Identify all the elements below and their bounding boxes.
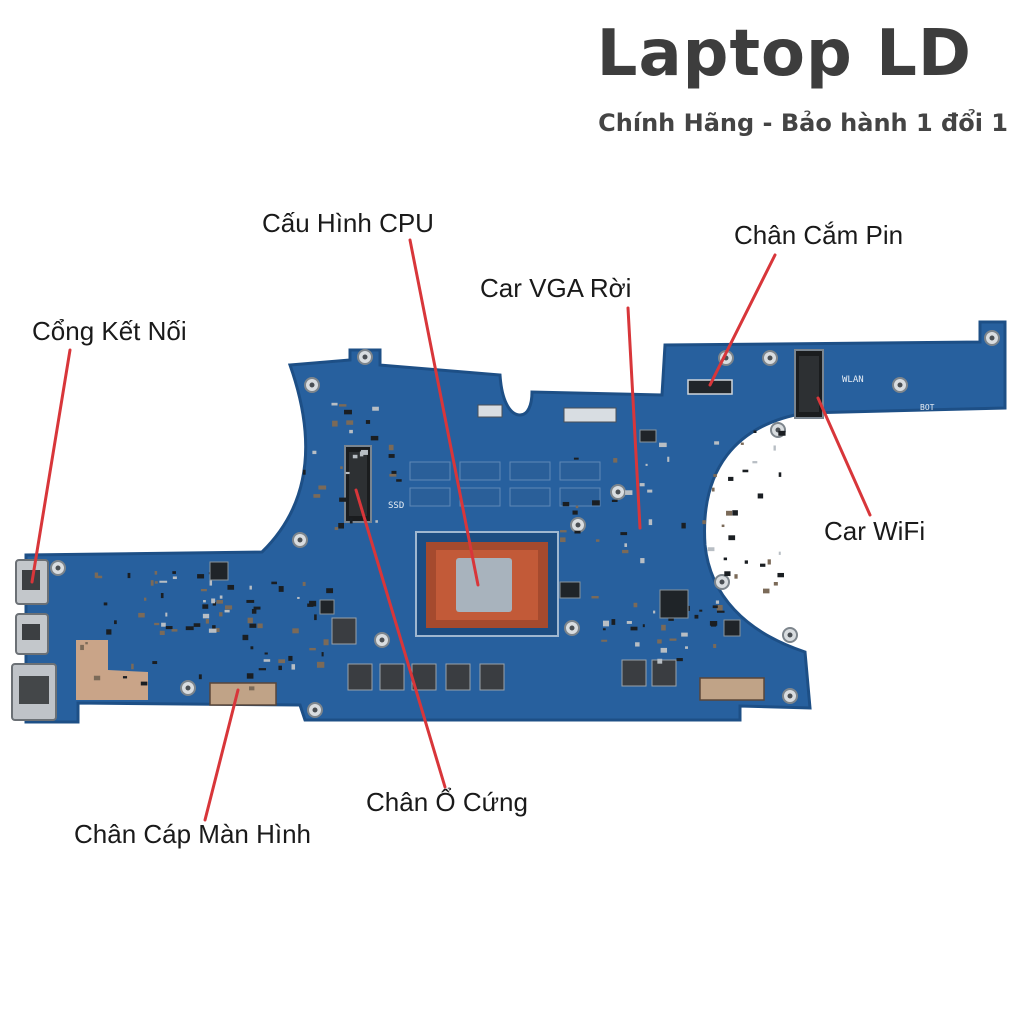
cpu-package xyxy=(415,531,559,637)
leader-battery xyxy=(708,253,777,387)
copper-pad xyxy=(76,640,148,700)
label-battery-connector: Chân Cắm Pin xyxy=(734,220,904,250)
leader-display xyxy=(203,688,240,822)
leader-vga xyxy=(626,306,642,530)
memory-chip xyxy=(559,487,601,507)
choke xyxy=(479,663,505,691)
label-display-cable: Chân Cáp Màn Hình xyxy=(74,819,312,849)
label-vga: Car VGA Rời xyxy=(480,273,632,303)
choke xyxy=(379,663,405,691)
leader-ssd xyxy=(354,488,447,789)
smd-components xyxy=(80,402,786,691)
wlan-slot: WLAN BOT xyxy=(794,349,935,419)
leader-ports xyxy=(30,348,72,584)
brand-subtitle: Chính Hãng - Bảo hành 1 đổi 1 xyxy=(598,109,1008,137)
bot-silkscreen: BOT xyxy=(920,403,935,412)
memory-chip xyxy=(559,461,601,481)
mounting-holes xyxy=(50,330,1000,718)
pcb-outline xyxy=(24,320,1007,724)
label-ssd-slot: Chân Ổ Cứng xyxy=(366,787,528,817)
memory-chip xyxy=(409,461,451,481)
choke xyxy=(347,663,373,691)
memory-chip xyxy=(509,461,551,481)
memory-chips xyxy=(409,461,601,507)
choke xyxy=(331,617,357,645)
top-connector-small xyxy=(477,404,503,418)
leader-cpu xyxy=(408,238,480,587)
label-wifi: Car WiFi xyxy=(824,516,926,546)
display-connector-left xyxy=(209,682,277,706)
memory-chip xyxy=(459,461,501,481)
memory-chip xyxy=(459,487,501,507)
brand-title: Laptop LD xyxy=(596,17,972,91)
leader-wifi xyxy=(816,396,872,517)
choke xyxy=(445,663,471,691)
wlan-silkscreen: WLAN xyxy=(842,375,864,385)
label-cpu: Cấu Hình CPU xyxy=(262,208,434,238)
io-ports xyxy=(11,559,57,721)
choke xyxy=(651,659,677,687)
memory-chip xyxy=(409,487,451,507)
choke xyxy=(621,659,647,687)
top-connector xyxy=(563,407,617,423)
leader-lines xyxy=(30,238,872,822)
battery-connector xyxy=(687,379,733,395)
display-connector-right xyxy=(699,677,765,701)
label-ports: Cổng Kết Nối xyxy=(32,316,187,346)
memory-chip xyxy=(509,487,551,507)
ssd-slot: SSD xyxy=(344,445,404,523)
ssd-silkscreen: SSD xyxy=(388,501,404,511)
